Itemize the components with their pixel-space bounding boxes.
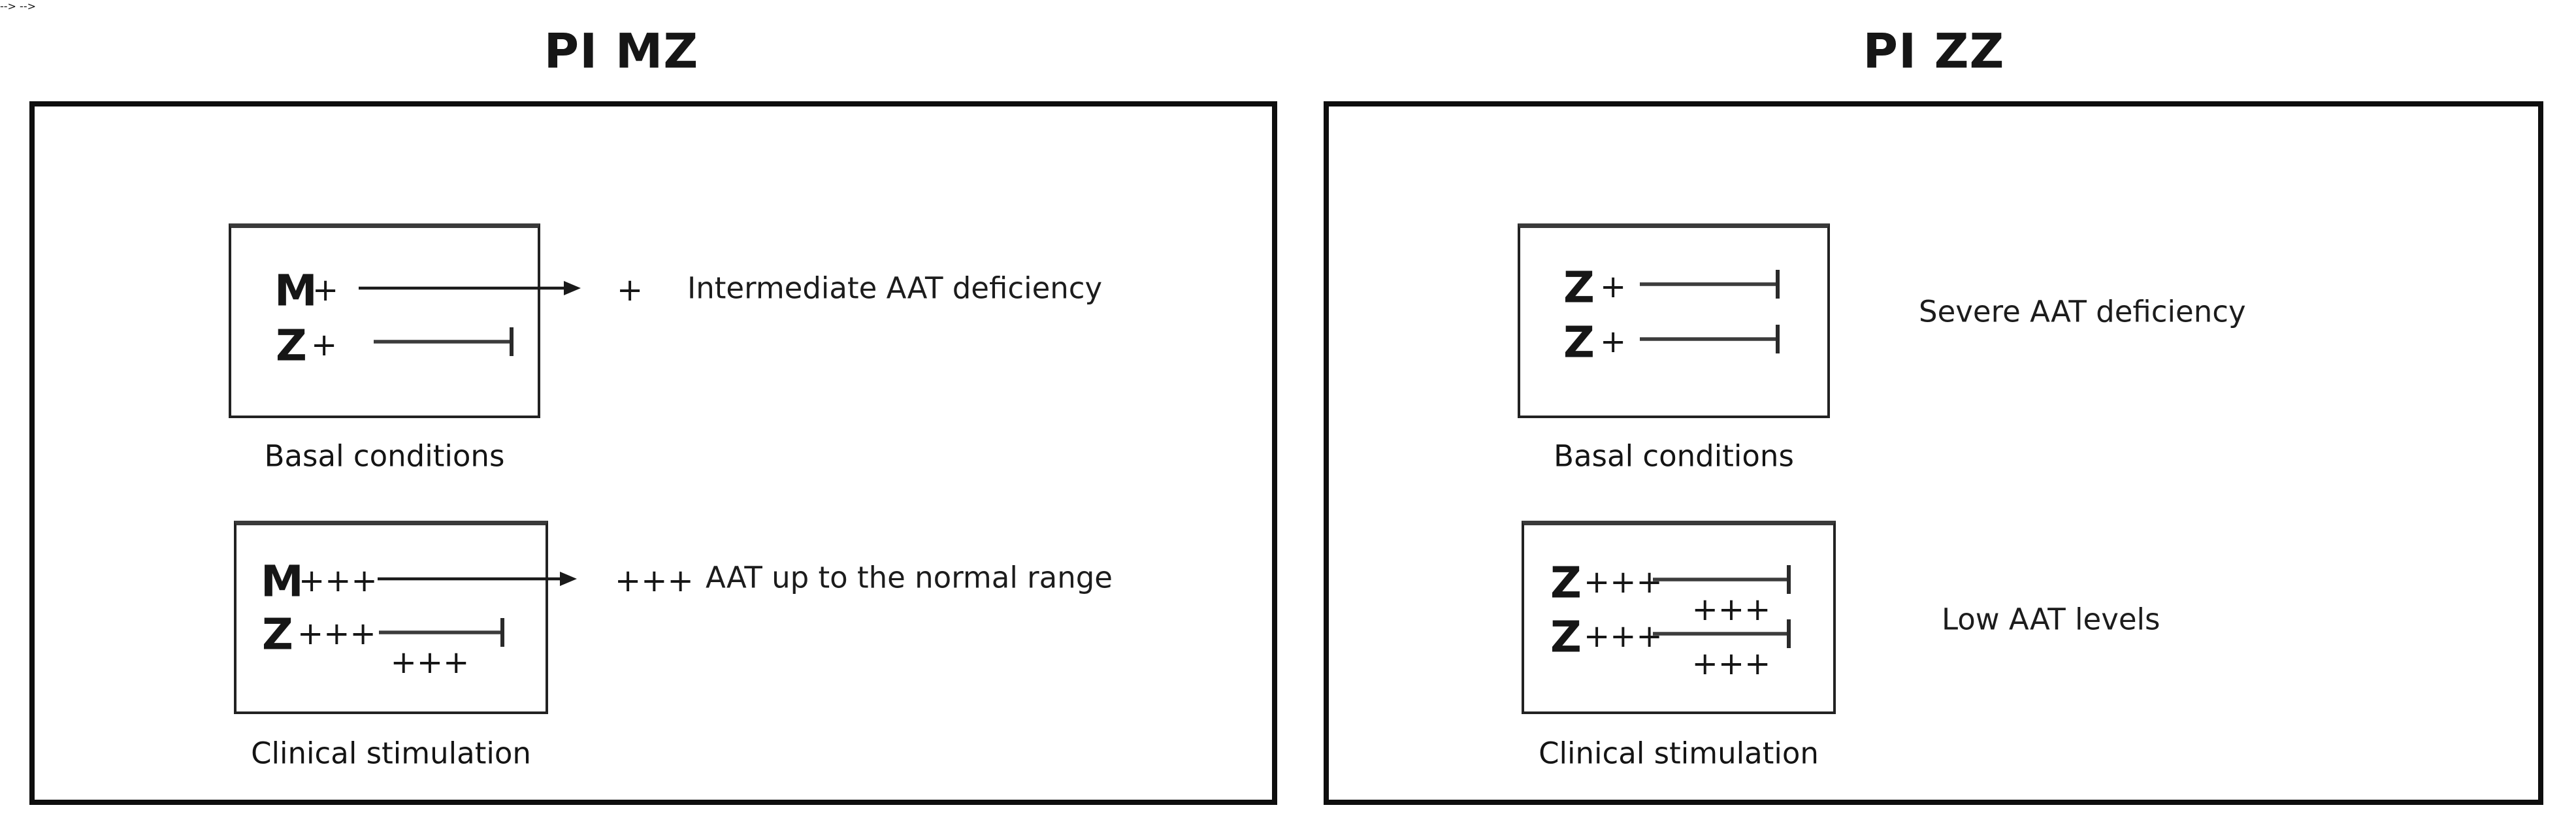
expression-level: + xyxy=(312,271,339,308)
basal-conditions-label: Basal conditions xyxy=(264,438,505,474)
clinical-stimulation-label: Clinical stimulation xyxy=(251,736,531,771)
outcome-note: AAT up to the normal range xyxy=(706,560,1113,595)
pi-zz-clinical-box xyxy=(1522,521,1836,714)
retained-amount: +++ xyxy=(1691,645,1771,682)
panel-title-pi-zz: PI ZZ xyxy=(1863,24,2005,80)
blocked-secretion-line xyxy=(1640,325,1780,353)
outcome-note: Intermediate AAT deficiency xyxy=(687,270,1103,306)
gene-allele-label: M xyxy=(261,556,304,607)
gene-allele-label: M xyxy=(274,265,318,316)
blocked-secretion-line xyxy=(1653,619,1791,648)
expression-level: +++ xyxy=(1584,563,1663,600)
secretion-arrow xyxy=(359,281,581,295)
panel-title-pi-mz: PI MZ xyxy=(544,24,699,80)
pi-mz-clinical-box xyxy=(234,521,548,714)
basal-conditions-label: Basal conditions xyxy=(1554,438,1794,474)
blocked-secretion-line xyxy=(1640,270,1780,299)
outcome-note: Low AAT levels xyxy=(1942,602,2160,637)
expression-level: +++ xyxy=(297,615,376,652)
blocked-secretion-line xyxy=(1653,565,1791,594)
gene-allele-label: Z xyxy=(276,320,307,371)
secreted-amount: + xyxy=(617,271,644,308)
blocked-secretion-line xyxy=(379,618,504,647)
retained-amount: +++ xyxy=(390,644,470,681)
expression-level: +++ xyxy=(299,562,378,599)
gene-allele-label: Z xyxy=(1550,557,1582,608)
gene-allele-label: Z xyxy=(1563,317,1595,368)
clinical-stimulation-label: Clinical stimulation xyxy=(1539,736,1819,771)
expression-level: + xyxy=(311,326,338,363)
expression-level: + xyxy=(1600,268,1627,305)
pi-zz-basal-box xyxy=(1518,223,1830,418)
expression-level: + xyxy=(1600,323,1627,360)
secreted-amount: +++ xyxy=(615,562,694,599)
gene-allele-label: Z xyxy=(1550,612,1582,662)
secretion-arrow xyxy=(378,572,577,586)
gene-allele-label: Z xyxy=(1563,262,1595,313)
pi-mz-basal-box xyxy=(229,223,540,418)
outcome-note: Severe AAT deficiency xyxy=(1919,294,2246,329)
gene-allele-label: Z xyxy=(262,609,293,660)
expression-level: +++ xyxy=(1584,617,1663,655)
retained-amount: +++ xyxy=(1691,591,1771,628)
pi-zz-outer-box xyxy=(1324,101,2543,805)
pi-mz-outer-box xyxy=(29,101,1277,805)
blocked-secretion-line xyxy=(374,327,514,356)
